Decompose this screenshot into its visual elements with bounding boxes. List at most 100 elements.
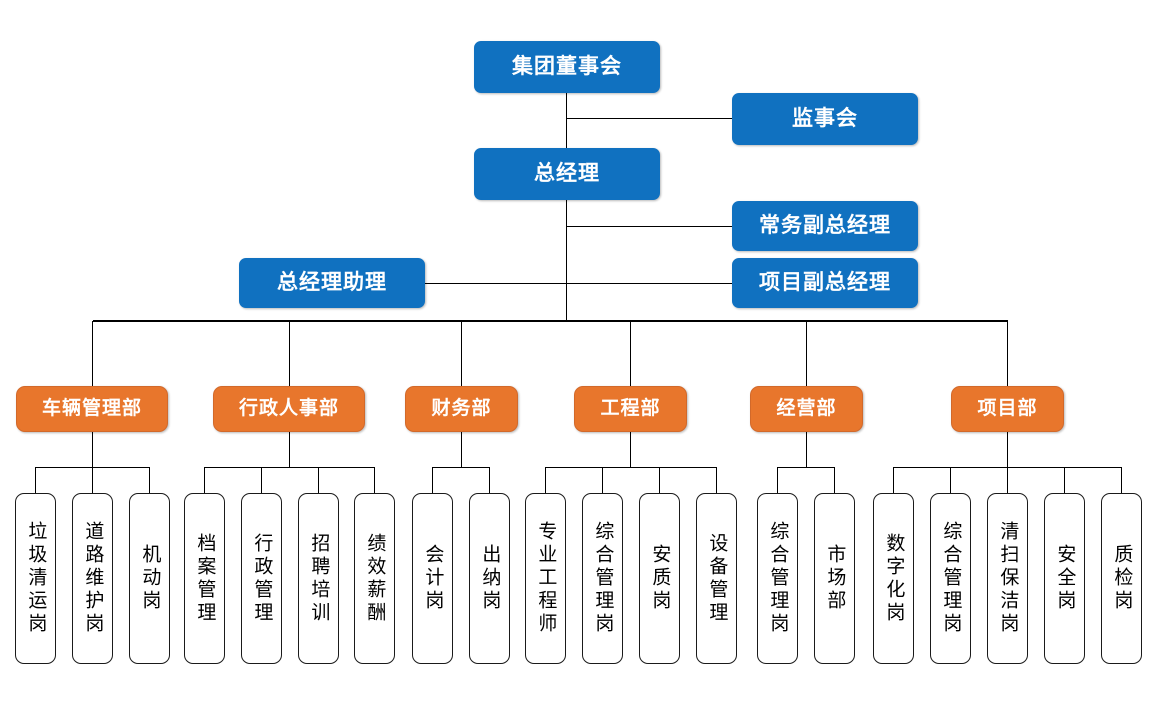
node-label: 总经理 [534, 161, 600, 185]
post-label: 综合管理岗 [592, 521, 614, 636]
post-label: 会计岗 [422, 544, 444, 613]
node-post-digitalization[interactable]: 数字化岗 [873, 493, 914, 664]
connector-post-stem-13 [716, 467, 717, 493]
post-label: 市场部 [824, 544, 846, 613]
node-post-equipment-management[interactable]: 设备管理 [696, 493, 737, 664]
connector-dept6-stem [1007, 432, 1008, 468]
node-gm-assistant[interactable]: 总经理助理 [239, 258, 425, 308]
connector-post-stem-7 [374, 467, 375, 493]
connector-post-stem-14 [777, 467, 778, 493]
connector-post-stem-18 [1007, 467, 1008, 493]
post-label: 综合管理岗 [767, 521, 789, 636]
post-label: 质检岗 [1111, 544, 1133, 613]
post-label: 档案管理 [194, 532, 216, 625]
node-post-flexible-duty[interactable]: 机动岗 [129, 493, 170, 664]
node-post-operations-general-management[interactable]: 综合管理岗 [757, 493, 798, 664]
post-label: 数字化岗 [883, 532, 905, 625]
node-department-vehicle-management[interactable]: 车辆管理部 [16, 386, 168, 432]
connector-post-stem-12 [659, 467, 660, 493]
post-label: 安质岗 [649, 544, 671, 613]
node-post-professional-engineer[interactable]: 专业工程师 [525, 493, 566, 664]
connector-gm-to-assistant [425, 283, 566, 284]
node-post-cleaning[interactable]: 清扫保洁岗 [987, 493, 1028, 664]
department-bus [93, 320, 1008, 322]
node-department-finance[interactable]: 财务部 [405, 386, 518, 432]
connector-bus-to-dept-1 [92, 321, 93, 386]
connector-gm-to-project-deputy [566, 283, 732, 284]
sub-bus-dept-2 [204, 467, 374, 468]
node-post-performance-compensation[interactable]: 绩效薪酬 [354, 493, 395, 664]
node-post-quality-inspection[interactable]: 质检岗 [1101, 493, 1142, 664]
post-label: 安全岗 [1054, 544, 1076, 613]
node-post-cashier[interactable]: 出纳岗 [469, 493, 510, 664]
post-label: 行政管理 [251, 532, 273, 625]
post-label: 道路维护岗 [82, 521, 104, 636]
node-label: 集团董事会 [512, 54, 622, 78]
node-project-deputy-gm[interactable]: 项目副总经理 [732, 258, 918, 308]
connector-bus-to-dept-3 [461, 321, 462, 386]
connector-bus-to-dept-4 [630, 321, 631, 386]
post-label: 绩效薪酬 [364, 532, 386, 625]
node-label: 常务副总经理 [759, 213, 891, 237]
node-post-safety[interactable]: 安全岗 [1044, 493, 1085, 664]
node-general-manager[interactable]: 总经理 [474, 148, 660, 200]
connector-bus-to-dept-5 [806, 321, 807, 386]
post-label: 清扫保洁岗 [997, 521, 1019, 636]
node-board-of-directors[interactable]: 集团董事会 [474, 41, 660, 93]
node-label: 工程部 [600, 398, 661, 420]
connector-post-stem-5 [261, 467, 262, 493]
connector-dept1-stem [92, 432, 93, 468]
node-label: 项目副总经理 [759, 270, 891, 294]
connector-dept4-stem [630, 432, 631, 468]
connector-post-stem-15 [834, 467, 835, 493]
post-label: 招聘培训 [308, 532, 330, 625]
connector-bus-to-dept-2 [289, 321, 290, 386]
node-label: 总经理助理 [277, 270, 387, 294]
connector-board-to-supervisory [566, 118, 732, 119]
connector-post-stem-2 [92, 467, 93, 493]
post-label: 出纳岗 [479, 544, 501, 613]
node-department-admin-hr[interactable]: 行政人事部 [213, 386, 365, 432]
node-post-administration[interactable]: 行政管理 [241, 493, 282, 664]
sub-bus-dept-3 [432, 467, 489, 468]
node-post-recruitment-training[interactable]: 招聘培训 [298, 493, 339, 664]
post-label: 设备管理 [706, 532, 728, 625]
post-label: 垃圾清运岗 [25, 521, 47, 636]
post-label: 机动岗 [139, 544, 161, 613]
connector-post-stem-17 [950, 467, 951, 493]
node-label: 车辆管理部 [41, 398, 142, 420]
node-label: 行政人事部 [238, 398, 339, 420]
connector-post-stem-1 [35, 467, 36, 493]
sub-bus-dept-5 [777, 467, 834, 468]
node-post-safety-quality[interactable]: 安质岗 [639, 493, 680, 664]
post-label: 专业工程师 [535, 521, 557, 636]
connector-post-stem-19 [1064, 467, 1065, 493]
node-department-project[interactable]: 项目部 [951, 386, 1064, 432]
node-post-road-maintenance[interactable]: 道路维护岗 [72, 493, 113, 664]
connector-post-stem-9 [489, 467, 490, 493]
node-post-engineering-general-management[interactable]: 综合管理岗 [582, 493, 623, 664]
connector-post-stem-8 [432, 467, 433, 493]
node-post-garbage-transport[interactable]: 垃圾清运岗 [15, 493, 56, 664]
connector-post-stem-20 [1121, 467, 1122, 493]
node-department-engineering[interactable]: 工程部 [574, 386, 687, 432]
node-post-accounting[interactable]: 会计岗 [412, 493, 453, 664]
connector-post-stem-16 [893, 467, 894, 493]
node-executive-deputy-gm[interactable]: 常务副总经理 [732, 201, 918, 251]
connector-dept5-stem [806, 432, 807, 468]
connector-dept3-stem [461, 432, 462, 468]
connector-post-stem-6 [318, 467, 319, 493]
node-post-project-general-management[interactable]: 综合管理岗 [930, 493, 971, 664]
node-department-operations[interactable]: 经营部 [750, 386, 863, 432]
node-label: 监事会 [792, 106, 858, 130]
connector-post-stem-4 [204, 467, 205, 493]
connector-post-stem-10 [545, 467, 546, 493]
node-label: 项目部 [977, 398, 1038, 420]
post-label: 综合管理岗 [940, 521, 962, 636]
node-post-marketing[interactable]: 市场部 [814, 493, 855, 664]
node-label: 经营部 [776, 398, 837, 420]
node-label: 财务部 [431, 398, 492, 420]
node-supervisory-board[interactable]: 监事会 [732, 93, 918, 145]
node-post-archive-management[interactable]: 档案管理 [184, 493, 225, 664]
